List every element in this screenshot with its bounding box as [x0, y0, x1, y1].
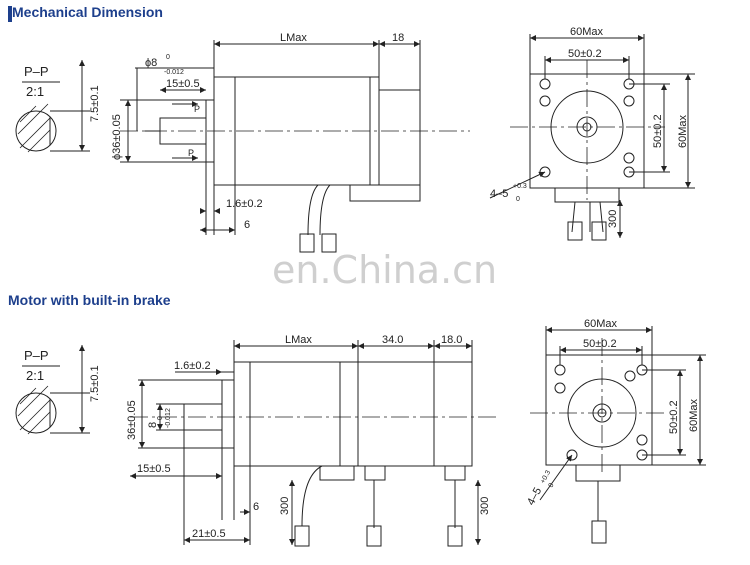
flange-thk-label-1: 6 — [244, 219, 250, 231]
pp-label-2: P–P — [24, 348, 49, 363]
length-label-1: LMax — [280, 32, 307, 44]
shaft-tol-top-2: 0 — [157, 416, 164, 420]
shaft-len-label-1: 18 — [392, 32, 404, 44]
shaft-tol-bot-2: -0.012 — [165, 408, 172, 428]
hole-tol-bot-1: 0 — [516, 196, 520, 203]
flat-dim-2: 7.5±0.1 — [89, 365, 101, 402]
lead-len-label-2b: 300 — [479, 497, 491, 515]
watermark: en.China.cn — [272, 248, 497, 292]
pilot-thk-label-2: 1.6±0.2 — [174, 360, 211, 372]
section-title-mechanical: Mechanical Dimension — [8, 4, 163, 22]
lead-len-label-2a: 300 — [279, 497, 291, 515]
pp-scale-1: 2:1 — [26, 84, 44, 99]
pp-scale-2: 2:1 — [26, 368, 44, 383]
brake-len-label-2: 34.0 — [382, 334, 403, 346]
length-label-2: LMax — [285, 334, 312, 346]
flange-thk-label-2: 6 — [253, 501, 259, 513]
front-width-label-1: 60Max — [570, 26, 604, 38]
pp-label-1: P–P — [24, 64, 49, 79]
title-accent-bar — [8, 6, 12, 22]
key-len-label-1: 15±0.5 — [166, 78, 200, 90]
key-len-label-2: 15±0.5 — [137, 463, 171, 475]
hole-dia-label-1: 4–5 — [490, 188, 508, 200]
hole-tol-bot-2: 0 — [548, 482, 556, 489]
section-title-text: Mechanical Dimension — [12, 4, 163, 20]
pilot-dia-label-2: 36±0.05 — [126, 400, 138, 440]
pp-section-view-2 — [15, 345, 90, 435]
flat-dim-1: 7.5±0.1 — [89, 85, 101, 122]
shaft-tol-top-1: 0 — [166, 54, 170, 61]
section-title-brake: Motor with built-in brake — [8, 292, 171, 308]
shaft-tol-bot-1: -0.012 — [164, 69, 184, 76]
section-mark-top-1: P — [194, 104, 200, 114]
hole-tol-top-1: +0.3 — [513, 183, 527, 190]
rear-len-label-2: 18.0 — [441, 334, 462, 346]
hole-spacing-v-label-1: 50±0.2 — [652, 114, 664, 148]
front-height-label-2: 60Max — [688, 398, 700, 432]
hole-tol-top-2: +0.3 — [540, 469, 553, 485]
hole-spacing-h-label-1: 50±0.2 — [568, 48, 602, 60]
section-title-text: Motor with built-in brake — [8, 292, 171, 308]
pilot-thk-label-1: 1.6±0.2 — [226, 198, 263, 210]
side-view-1 — [120, 40, 470, 253]
pilot-dia-label-1: ϕ36±0.05 — [111, 114, 123, 160]
shaft-dia-label-2: 8 — [147, 422, 159, 428]
front-view-2 — [530, 326, 706, 544]
front-width-label-2: 60Max — [584, 318, 618, 330]
shaft-dia-label-1: ϕ8 — [145, 57, 157, 69]
front-view-1 — [489, 34, 695, 241]
pp-section-view-1 — [15, 60, 90, 153]
shaft-len-label-2: 21±0.5 — [192, 528, 226, 540]
side-view-2 — [130, 340, 500, 547]
hole-dia-label-2: 4–5 — [525, 486, 544, 508]
lead-len-label-1: 300 — [607, 210, 619, 228]
section-mark-bot-1: P — [188, 148, 194, 158]
front-height-label-1: 60Max — [677, 114, 689, 148]
hole-spacing-v-label-2: 50±0.2 — [668, 400, 680, 434]
hole-spacing-h-label-2: 50±0.2 — [583, 338, 617, 350]
